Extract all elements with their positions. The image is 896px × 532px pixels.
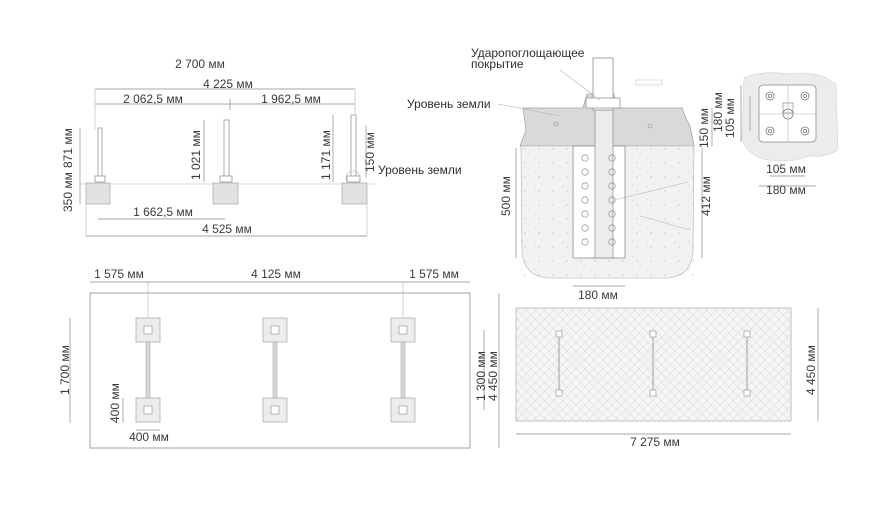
dim-plan-inner-height: 1 300 мм	[474, 351, 488, 401]
dim-left-post-height: 871 мм	[61, 128, 75, 168]
dim-plan-pad-width: 400 мм	[129, 430, 169, 444]
dim-plan-left: 1 575 мм	[94, 267, 144, 281]
post-above-ground	[592, 57, 614, 111]
dim-section-width: 180 мм	[578, 288, 618, 302]
leader-soil	[639, 215, 691, 231]
dim-right-post-height: 1 171 мм	[319, 130, 333, 180]
dim-section-top: 150 мм	[697, 108, 711, 148]
dim-left-post-depth: 350 мм	[61, 172, 75, 212]
dim-plan-outer-height: 4 450 мм	[486, 351, 500, 401]
pad-column-left	[135, 317, 161, 423]
dim-left-span: 2 062,5 мм	[123, 92, 183, 106]
dim-right-span: 1 962,5 мм	[261, 92, 321, 106]
surface-label-line2: покрытие	[471, 57, 524, 71]
leader-embed	[613, 181, 689, 201]
dim-plan-pad-height: 400 мм	[108, 383, 122, 423]
dim-plate-w1: 105 мм	[766, 162, 806, 176]
pad-column-middle	[262, 317, 288, 423]
left-post	[85, 127, 111, 205]
dim-plan-left-height: 1 700 мм	[58, 345, 72, 395]
elevation-view: 2 700 мм 4 225 мм 2 062,5 мм 1 962,5 мм …	[61, 57, 462, 237]
dim-plan-right: 1 575 мм	[409, 267, 459, 281]
dim-zone-width: 7 275 мм	[630, 435, 680, 449]
base-plate-detail: 180 мм 105 мм 105 мм 180 мм	[711, 72, 839, 197]
base-plate	[758, 84, 817, 143]
surface-label-line1: Ударопоглощающее	[471, 46, 585, 60]
leader-ground	[497, 103, 561, 117]
anchor-plate	[594, 109, 614, 259]
post-flange	[585, 97, 621, 109]
foundation-section: Ударопоглощающее покрытие Уровень земли …	[407, 46, 713, 302]
plate-holes	[581, 154, 616, 246]
safety-zone-view: 7 275 мм 4 450 мм	[515, 307, 819, 449]
ground-level-label-section: Уровень земли	[407, 97, 491, 111]
dim-overall-span: 4 525 мм	[202, 222, 252, 236]
leader-surface	[559, 69, 601, 101]
dim-middle-post-height: 1 021 мм	[189, 130, 203, 180]
dim-zone-height: 4 450 мм	[804, 345, 818, 395]
dim-plate-h2: 105 мм	[723, 98, 737, 138]
dim-right-ground-offset: 150 мм	[363, 132, 377, 172]
dim-section-depth: 500 мм	[499, 176, 513, 216]
dim-base-span: 1 662,5 мм	[133, 205, 193, 219]
plan-view: 1 575 мм 4 125 мм 1 575 мм 1 700 мм 400 …	[58, 267, 500, 449]
dim-total-width: 2 700 мм	[175, 57, 225, 71]
ground-level-label-elevation: Уровень земли	[378, 163, 462, 177]
right-post	[341, 114, 368, 205]
zone-hatch	[516, 308, 791, 421]
middle-post	[212, 119, 239, 205]
dim-posts-span: 4 225 мм	[203, 77, 253, 91]
dim-plate-h1: 180 мм	[711, 92, 725, 132]
zone-posts	[555, 330, 751, 397]
dim-plate-w2: 180 мм	[766, 183, 806, 197]
dim-plan-middle: 4 125 мм	[251, 267, 301, 281]
dim-section-embed: 412 мм	[699, 176, 713, 216]
pad-column-right	[390, 317, 416, 423]
